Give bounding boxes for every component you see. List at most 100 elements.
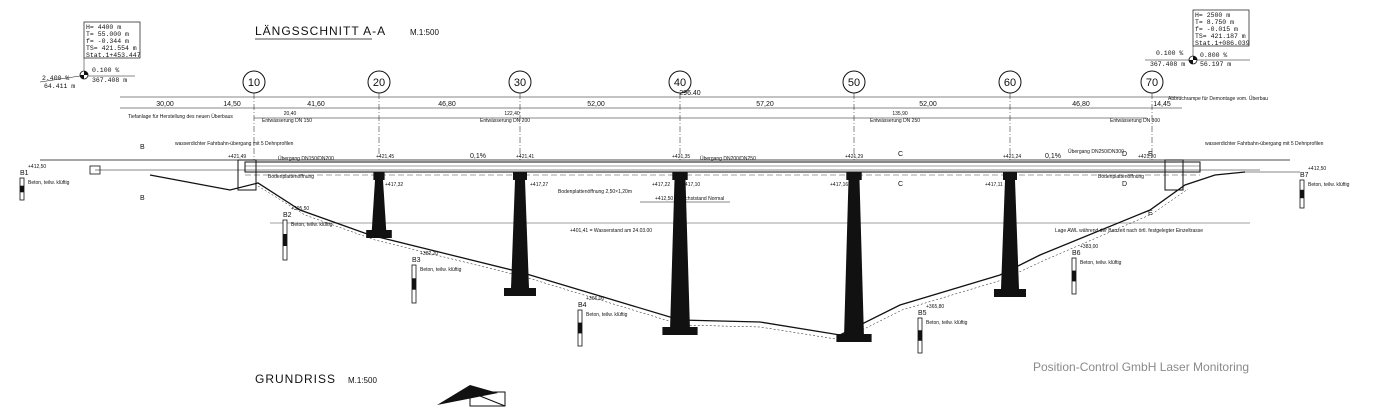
- axis-marker-20: 20: [367, 70, 391, 160]
- pier-30: [504, 172, 536, 296]
- svg-text:Beton, teilw. klüftig: Beton, teilw. klüftig: [420, 267, 462, 273]
- svg-text:Entwässerung DN 300: Entwässerung DN 300: [1110, 118, 1160, 124]
- svg-text:50: 50: [848, 77, 860, 89]
- svg-text:B3: B3: [412, 257, 421, 264]
- svg-text:20: 20: [373, 77, 385, 89]
- svg-text:Beton, teilw. klüftig: Beton, teilw. klüftig: [586, 312, 628, 318]
- svg-text:B: B: [140, 195, 145, 202]
- svg-text:+421,41: +421,41: [516, 154, 534, 160]
- svg-text:0.100 %: 0.100 %: [92, 67, 119, 74]
- svg-text:30,00: 30,00: [156, 101, 174, 108]
- svg-text:Beton, teilw. klüftig: Beton, teilw. klüftig: [1080, 260, 1122, 266]
- right-curve-box: H= 2500 m T= 8.750 m f= -0.015 m TS= 421…: [1192, 9, 1250, 60]
- left-curve-box: H= 4400 m T= 55.000 m f= -0.344 m TS= 42…: [83, 21, 141, 74]
- svg-text:D: D: [1122, 181, 1127, 188]
- svg-text:14,45: 14,45: [1153, 101, 1171, 108]
- svg-text:H= 4400 m: H= 4400 m: [86, 24, 121, 31]
- terrain-profile: [149, 171, 1300, 341]
- svg-text:Übergang DN200/DN250: Übergang DN200/DN250: [700, 155, 756, 162]
- svg-text:20,40: 20,40: [284, 111, 297, 117]
- svg-text:52,00: 52,00: [587, 101, 605, 108]
- svg-text:+417,10: +417,10: [682, 182, 700, 188]
- svg-text:B4: B4: [578, 302, 587, 309]
- svg-text:70: 70: [1146, 77, 1158, 89]
- svg-text:B7: B7: [1300, 172, 1309, 179]
- svg-text:2.400 %: 2.400 %: [42, 75, 69, 82]
- svg-text:+421,45: +421,45: [376, 154, 394, 160]
- pier-20: [366, 172, 392, 238]
- svg-text:56.197 m: 56.197 m: [1200, 61, 1231, 68]
- svg-text:64.411 m: 64.411 m: [44, 83, 75, 90]
- svg-text:46,80: 46,80: [1072, 101, 1090, 108]
- axis-marker-40: 40: [668, 70, 692, 160]
- svg-text:Tiefanlage für Herstellung des: Tiefanlage für Herstellung des neuen Übe…: [128, 113, 233, 120]
- svg-text:+412,50: +412,50: [1308, 166, 1326, 172]
- svg-text:Entwässerung DN 250: Entwässerung DN 250: [870, 118, 920, 124]
- svg-text:0.800 %: 0.800 %: [1200, 52, 1227, 59]
- svg-text:10: 10: [248, 77, 260, 89]
- section-title: LÄNGSSCHNITT A-A: [255, 24, 386, 38]
- svg-text:B: B: [140, 144, 145, 151]
- svg-text:+417,22: +417,22: [652, 182, 670, 188]
- axis-marker-70: 70: [1140, 70, 1164, 160]
- svg-text:Übergang DN250/DN300: Übergang DN250/DN300: [1068, 148, 1124, 155]
- axis-marker-30: 30: [508, 70, 532, 160]
- svg-text:41,60: 41,60: [307, 101, 325, 108]
- svg-text:Entwässerung DN 150: Entwässerung DN 150: [262, 118, 312, 124]
- pier-50: [836, 172, 872, 342]
- svg-text:E: E: [1148, 151, 1153, 158]
- svg-text:Abbruchrampe für Demontage vom: Abbruchrampe für Demontage vom. Überbau: [1168, 95, 1268, 102]
- svg-text:46,80: 46,80: [438, 101, 456, 108]
- plan-title: GRUNDRISS: [255, 372, 336, 386]
- svg-text:40: 40: [674, 77, 686, 89]
- svg-text:B1: B1: [20, 170, 29, 177]
- svg-text:Bodenplattenöffnung: Bodenplattenöffnung: [1098, 174, 1144, 180]
- svg-text:+417,11: +417,11: [985, 182, 1003, 188]
- svg-text:D: D: [1122, 151, 1127, 158]
- svg-text:T= 8.750 m: T= 8.750 m: [1195, 19, 1234, 26]
- axis-marker-10: 10: [242, 70, 266, 160]
- svg-text:+421,35: +421,35: [672, 154, 690, 160]
- svg-text:+383,00: +383,00: [1080, 244, 1098, 250]
- svg-text:C: C: [898, 151, 903, 158]
- plan-scale: M.1:500: [348, 376, 377, 385]
- svg-text:+421,20: +421,20: [1138, 154, 1156, 160]
- section-scale: M.1:500: [410, 28, 439, 37]
- lower-notes: Lage AWL während der Bauzeit nach örtl. …: [1055, 228, 1203, 234]
- svg-text:+421,29: +421,29: [845, 154, 863, 160]
- svg-text:+421,49: +421,49: [228, 154, 246, 160]
- svg-text:367.408 m: 367.408 m: [1150, 61, 1185, 68]
- svg-text:Beton, teilw. klüftig: Beton, teilw. klüftig: [291, 222, 333, 228]
- svg-text:Stat.1+086.039: Stat.1+086.039: [1195, 40, 1250, 47]
- svg-text:+366,00: +366,00: [586, 296, 604, 302]
- svg-text:30: 30: [514, 77, 526, 89]
- svg-text:B5: B5: [918, 310, 927, 317]
- level-labels: +421,49 +421,45 +421,41 +421,35 +421,29 …: [228, 154, 1156, 188]
- svg-text:0.100 %: 0.100 %: [1156, 50, 1183, 57]
- bridge-deck: 0,1% 0,1% wasserdichter Fahrbahn-übergan…: [40, 141, 1324, 195]
- piers: [366, 172, 1026, 342]
- svg-text:0,1%: 0,1%: [470, 153, 486, 160]
- svg-text:Bodenplattenöffnung: Bodenplattenöffnung: [268, 174, 314, 180]
- svg-text:+401,41 = Wasserstand am 24.03: +401,41 = Wasserstand am 24.03.00: [570, 228, 652, 234]
- svg-text:f= -0.344 m: f= -0.344 m: [86, 38, 129, 45]
- svg-text:+395,50: +395,50: [291, 206, 309, 212]
- svg-text:+417,32: +417,32: [385, 182, 403, 188]
- svg-text:+417,16: +417,16: [830, 182, 848, 188]
- svg-text:60: 60: [1004, 77, 1016, 89]
- right-slope-marker: 0.100 % 367.408 m 0.800 % 56.197 m: [1145, 50, 1250, 68]
- svg-text:wasserdichter Fahrbahn-übergan: wasserdichter Fahrbahn-übergang mit 5 De…: [175, 141, 294, 147]
- left-slope-marker: 2.400 % 64.411 m 0.100 % 367.408 m: [39, 67, 135, 90]
- svg-text:57,20: 57,20: [756, 101, 774, 108]
- svg-text:+365,80: +365,80: [926, 304, 944, 310]
- svg-text:Übergang DN150/DN200: Übergang DN150/DN200: [278, 155, 334, 162]
- section-marks: B B C C D D E E: [140, 144, 1153, 217]
- pier-40: [662, 172, 698, 335]
